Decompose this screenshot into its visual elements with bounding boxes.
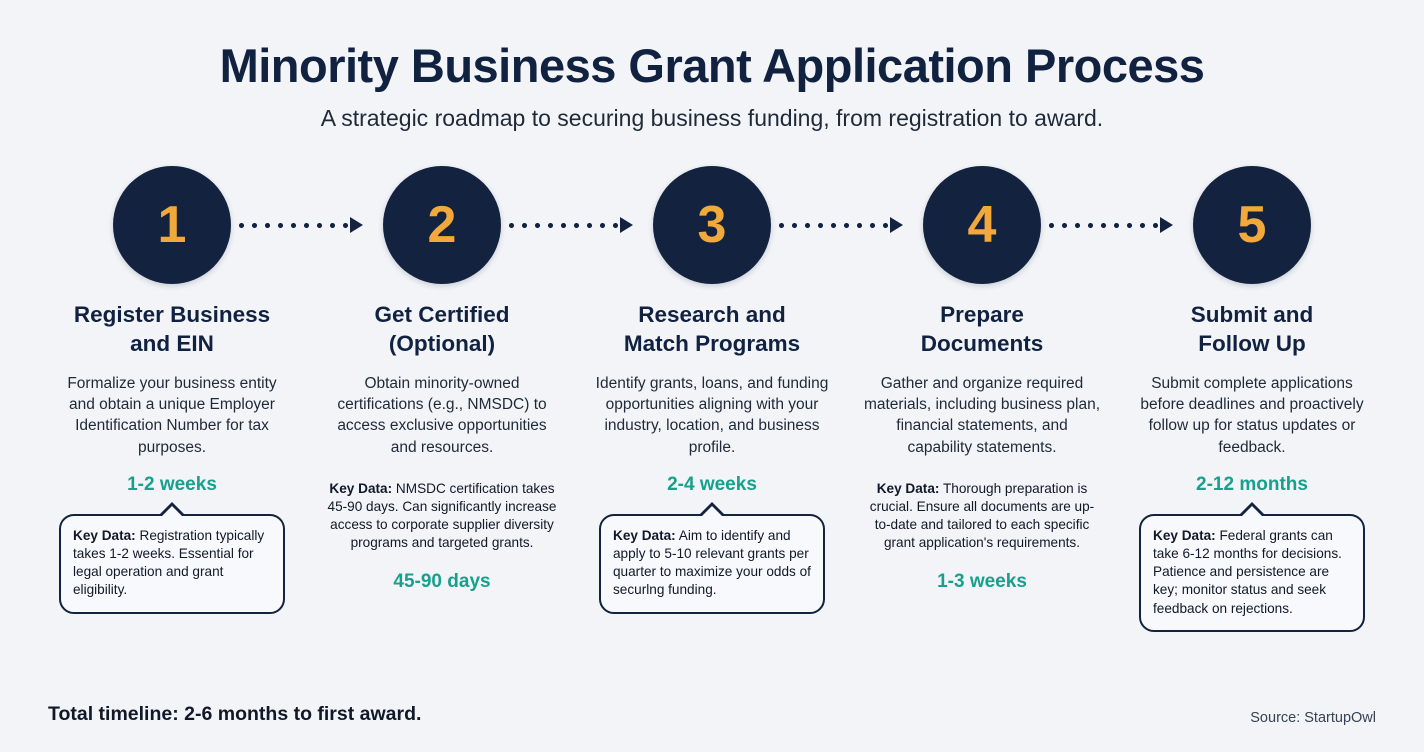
header: Minority Business Grant Application Proc… [32, 0, 1392, 132]
key-data-label: Key Data: [613, 527, 676, 543]
total-timeline: Total timeline: 2-6 months to first awar… [48, 703, 422, 725]
key-data-label: Key Data: [1153, 527, 1216, 543]
step-key-data: Key Data: Thorough preparation is crucia… [863, 480, 1101, 553]
page-title: Minority Business Grant Application Proc… [219, 39, 1205, 92]
step-duration: 2-12 months [1196, 473, 1308, 495]
step-key-data: Key Data: Federal grants can take 6-12 m… [1139, 501, 1365, 632]
connector-dots [1045, 222, 1159, 228]
connector-arrowhead-icon [350, 217, 363, 234]
step-number-circle: 3 [653, 166, 771, 285]
key-data-label: Key Data: [73, 527, 136, 543]
page-subtitle: A strategic roadmap to securing business… [320, 104, 1104, 131]
step-connector-arrow-icon [775, 217, 903, 234]
connector-arrowhead-icon [620, 217, 633, 234]
connector-dots [505, 222, 619, 228]
step-circle-wrap: 4 [923, 166, 1173, 285]
connector-dots [775, 222, 889, 228]
connector-dots [235, 222, 349, 228]
callout-pointer-fill [1241, 505, 1263, 517]
step-duration: 1-2 weeks [127, 473, 217, 495]
step-number-circle: 1 [113, 166, 231, 285]
step-key-data: Key Data: Aim to identify and apply to 5… [599, 501, 825, 614]
step-description: Identify grants, loans, and funding oppo… [595, 374, 829, 456]
step-key-data: Key Data: NMSDC certification takes 45-9… [323, 480, 561, 553]
step-circle-wrap: 2 [383, 166, 633, 285]
step-title: Register Business and EIN [73, 302, 271, 357]
key-data-text: Aim to identify and apply to 5-10 releva… [613, 527, 811, 598]
key-data-label: Key Data: [876, 480, 940, 496]
key-data-text: Federal grants can take 6-12 months for … [1153, 527, 1342, 616]
step-description: Gather and organize required materials, … [863, 374, 1101, 456]
key-data-text: Registration typically takes 1-2 weeks. … [73, 527, 265, 598]
step-circle-wrap: 5 [1193, 166, 1311, 285]
step-description: Submit complete applications before dead… [1140, 374, 1364, 456]
callout-pointer-fill [701, 505, 723, 517]
step-description: Obtain minority-owned certifications (e.… [337, 374, 547, 456]
step-key-data: Key Data: Registration typically takes 1… [59, 501, 285, 614]
key-data-label: Key Data: [329, 480, 393, 496]
source-credit: Source: StartupOwl [1250, 710, 1376, 726]
step-title: Get Certified (Optional) [374, 302, 510, 357]
connector-arrowhead-icon [890, 217, 903, 234]
step-duration: 1-3 weeks [937, 570, 1027, 592]
step-connector-arrow-icon [235, 217, 363, 234]
key-data-text: Thorough preparation is crucial. Ensure … [869, 480, 1095, 551]
step-duration: 2-4 weeks [667, 473, 757, 495]
step-connector-arrow-icon [505, 217, 633, 234]
step-title: Research and Match Programs [623, 302, 801, 357]
footer: Total timeline: 2-6 months to first awar… [32, 703, 1392, 752]
connector-arrowhead-icon [1160, 217, 1173, 234]
callout-pointer-fill [161, 505, 183, 517]
key-data-text: NMSDC certification takes 45-90 days. Ca… [327, 480, 557, 551]
step-description: Formalize your business entity and obtai… [67, 374, 277, 456]
step-circle-wrap: 3 [653, 166, 903, 285]
step-duration: 45-90 days [393, 570, 491, 592]
step-title: Submit and Follow Up [1190, 302, 1314, 357]
step-number-circle: 2 [383, 166, 501, 285]
step-number-circle: 4 [923, 166, 1041, 285]
step-number-circle: 5 [1193, 166, 1311, 285]
step-circle-wrap: 1 [113, 166, 363, 285]
step-connector-arrow-icon [1045, 217, 1173, 234]
step-title: Prepare Documents [920, 302, 1044, 357]
